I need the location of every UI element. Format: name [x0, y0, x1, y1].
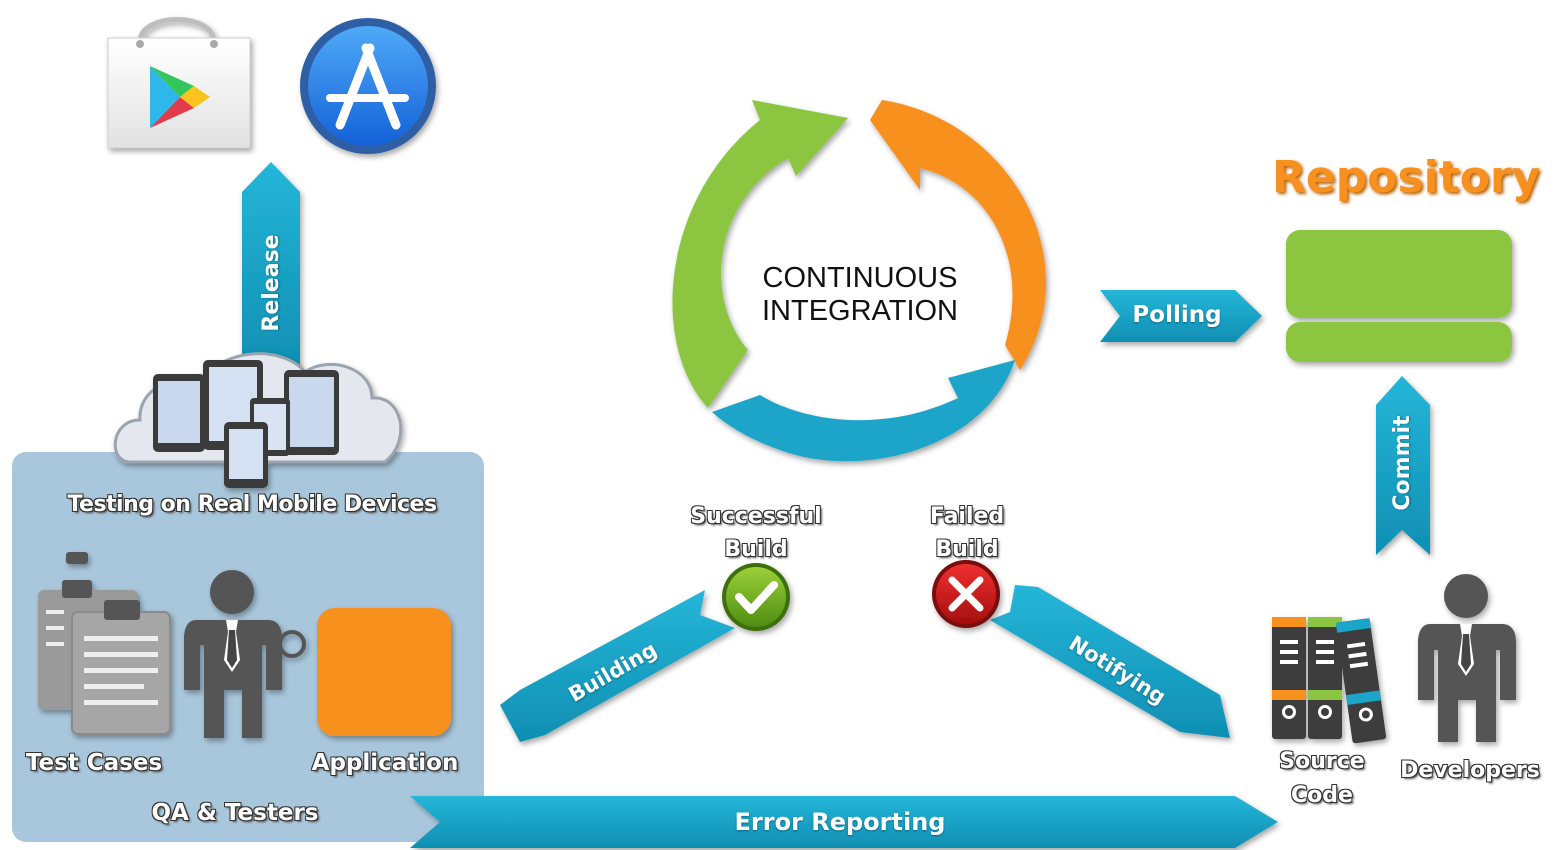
application-label: Application — [311, 750, 459, 776]
failed-build-line2: Build — [935, 537, 999, 562]
notifying-arrow — [990, 585, 1230, 738]
error-reporting-label: Error Reporting — [734, 808, 946, 836]
successful-build-line2: Build — [724, 537, 788, 562]
ci-cycle — [672, 100, 1046, 462]
google-play-icon — [107, 17, 251, 149]
source-code-label: Source Code — [1262, 745, 1382, 813]
binders-icon — [1272, 617, 1387, 744]
source-code-line1: Source — [1279, 749, 1365, 774]
tester-person-icon — [184, 570, 306, 738]
successful-build-line1: Successful — [690, 504, 822, 529]
test-cases-label: Test Cases — [25, 750, 163, 776]
cloud-devices-icon — [113, 352, 403, 488]
developers-label: Developers — [1400, 758, 1540, 783]
ci-title: CONTINUOUS INTEGRATION — [730, 262, 990, 328]
polling-arrow — [1100, 290, 1262, 342]
testing-label: Testing on Real Mobile Devices — [67, 492, 437, 517]
ci-title-line2: INTEGRATION — [761, 295, 959, 327]
commit-label: Commit — [1390, 415, 1415, 511]
qa-testers-label: QA & Testers — [151, 800, 319, 826]
commit-arrow — [1376, 376, 1430, 555]
cross-icon — [932, 560, 1000, 628]
ci-title-line1: CONTINUOUS — [762, 262, 958, 294]
repository-title: Repository — [1272, 152, 1541, 203]
check-icon — [722, 563, 790, 631]
app-store-icon — [300, 18, 436, 154]
application-icon — [317, 608, 451, 736]
building-arrow — [500, 590, 735, 742]
error-reporting-arrow — [410, 796, 1278, 848]
release-arrow — [242, 162, 300, 370]
repository-stack-icon — [1286, 230, 1512, 362]
failed-build-label: Failed Build — [912, 500, 1022, 566]
successful-build-label: Successful Build — [676, 500, 836, 566]
failed-build-line1: Failed — [929, 504, 1005, 529]
release-label: Release — [259, 234, 284, 332]
clipboard-icon — [38, 552, 171, 735]
developer-person-icon — [1418, 574, 1516, 742]
source-code-line2: Code — [1291, 783, 1353, 808]
polling-label: Polling — [1132, 302, 1222, 328]
